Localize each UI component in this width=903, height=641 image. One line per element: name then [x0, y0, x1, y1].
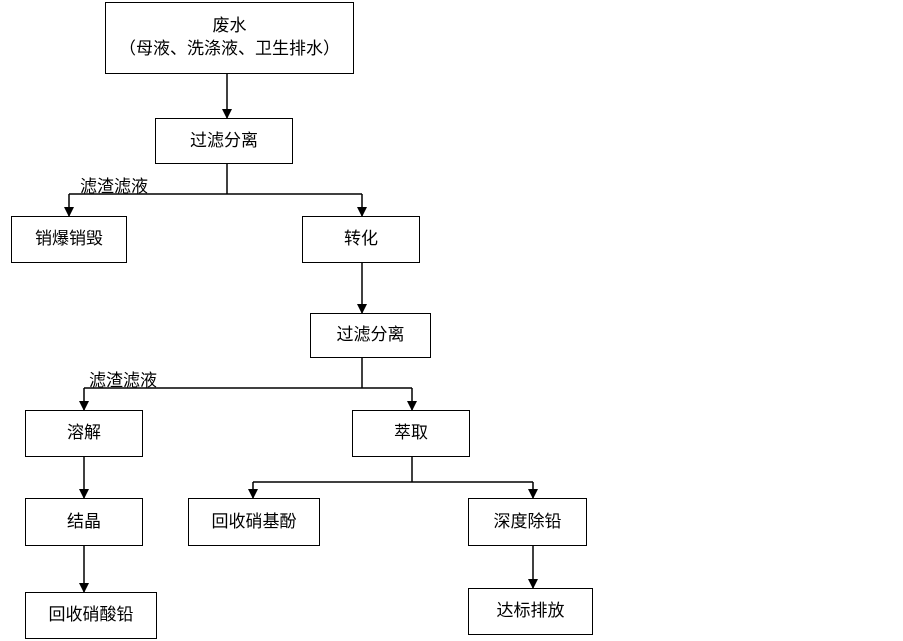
node-filter-separation-1-label: 过滤分离 — [190, 130, 258, 151]
node-transform: 转化 — [302, 216, 420, 263]
node-transform-label: 转化 — [344, 229, 378, 250]
edge-label-residue-filtrate-2: 滤渣滤液 — [89, 371, 157, 391]
node-extract: 萃取 — [352, 410, 470, 457]
node-wastewater: 废水 （母液、洗涤液、卫生排水） — [105, 2, 354, 74]
node-deep-lead-removal: 深度除铅 — [468, 498, 587, 546]
node-crystallize: 结晶 — [25, 498, 143, 546]
node-discharge: 达标排放 — [468, 588, 593, 635]
node-extract-label: 萃取 — [394, 423, 428, 444]
node-deep-lead-removal-label: 深度除铅 — [493, 511, 562, 532]
node-dissolve: 溶解 — [25, 410, 143, 457]
node-recover-nitrophenol: 回收硝基酚 — [188, 498, 320, 546]
node-crystallize-label: 结晶 — [67, 511, 101, 532]
node-destroy-label: 销爆销毁 — [35, 229, 103, 250]
node-filter-separation-1: 过滤分离 — [155, 118, 293, 164]
node-wastewater-title: 废水 — [212, 16, 247, 37]
node-discharge-label: 达标排放 — [496, 601, 565, 622]
edge-label-residue-filtrate-1: 滤渣滤液 — [80, 177, 148, 197]
node-filter-separation-2-label: 过滤分离 — [336, 325, 405, 346]
node-filter-separation-2: 过滤分离 — [310, 313, 431, 358]
node-recover-nitrophenol-label: 回收硝基酚 — [211, 511, 297, 532]
node-dissolve-label: 溶解 — [67, 423, 101, 444]
node-destroy: 销爆销毁 — [11, 216, 127, 263]
node-wastewater-subtitle: （母液、洗涤液、卫生排水） — [119, 39, 340, 59]
node-recover-lead-nitrate-label: 回收硝酸铅 — [48, 605, 134, 626]
node-recover-lead-nitrate: 回收硝酸铅 — [25, 592, 157, 639]
